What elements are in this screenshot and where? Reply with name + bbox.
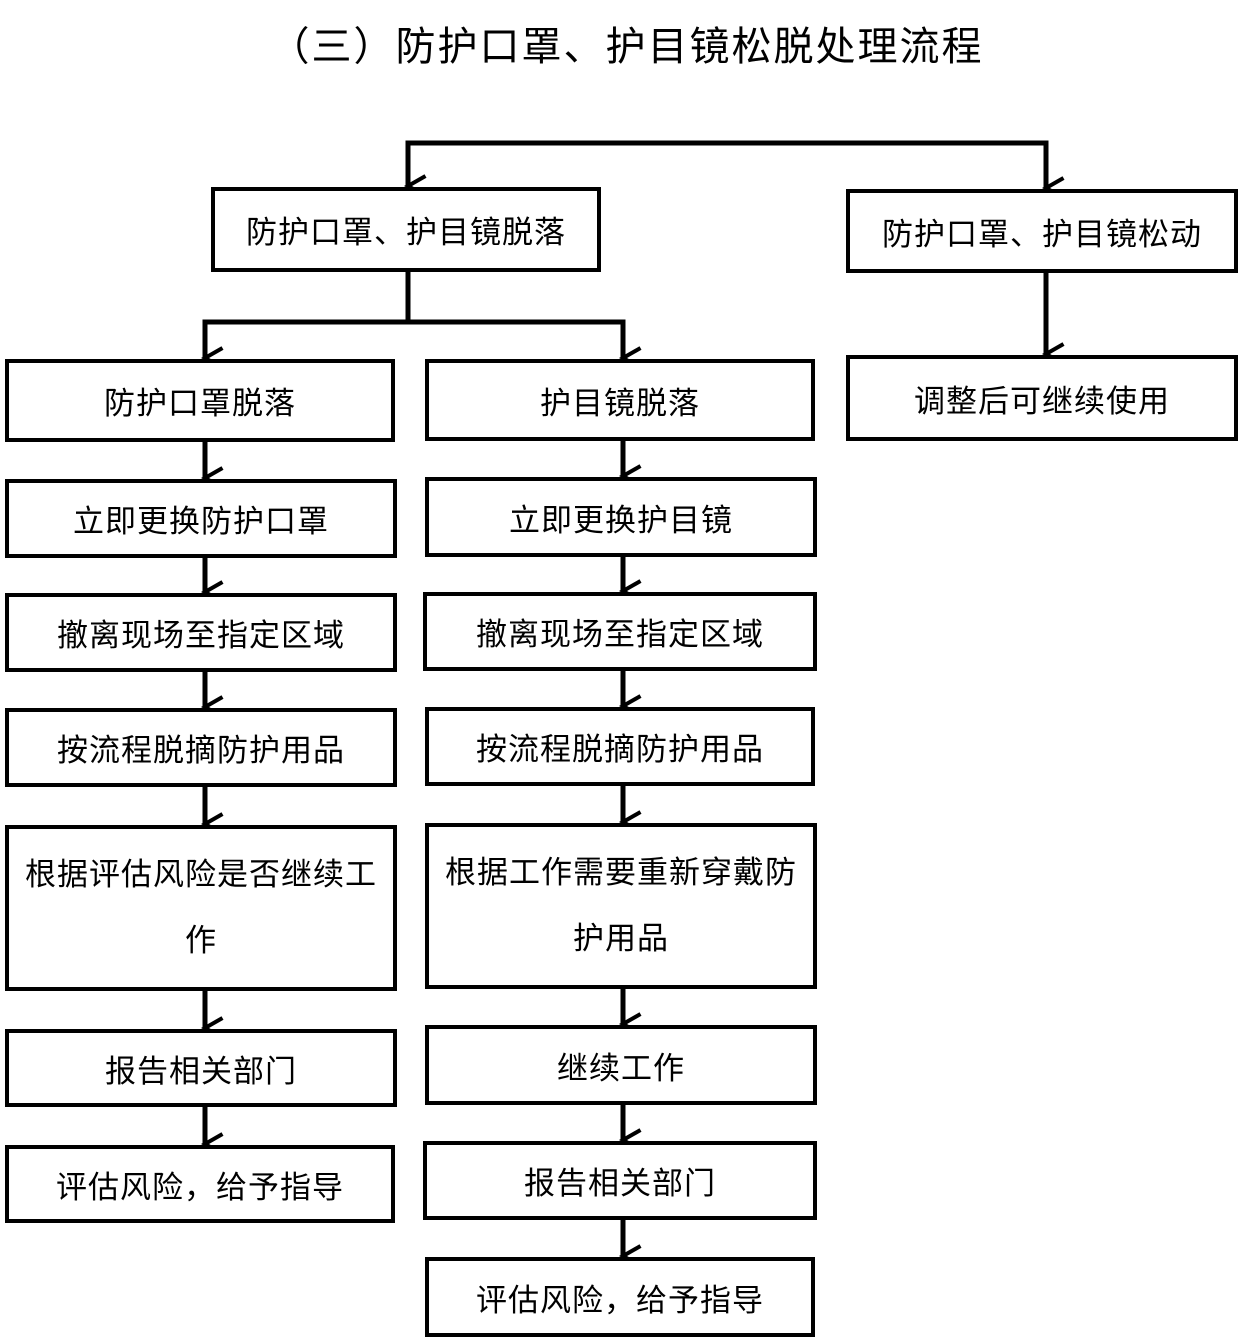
adjust-continue-box: 调整后可继续使用 — [846, 355, 1238, 441]
goggles-step-assess-guide: 评估风险，给予指导 — [425, 1257, 815, 1337]
mask-step-assess-guide: 评估风险，给予指导 — [5, 1145, 395, 1223]
goggles-step-report: 报告相关部门 — [423, 1141, 817, 1220]
mask-step-replace: 立即更换防护口罩 — [5, 479, 397, 558]
mask-step-evacuate: 撤离现场至指定区域 — [5, 593, 397, 672]
fall-off-box: 防护口罩、护目镜脱落 — [211, 187, 601, 272]
top-split-line — [405, 140, 1065, 200]
goggles-fall-off-box: 护目镜脱落 — [425, 359, 815, 441]
mask-step-report: 报告相关部门 — [5, 1029, 397, 1107]
goggles-step-continue-work: 继续工作 — [425, 1025, 817, 1105]
goggles-step-remove-ppe: 按流程脱摘防护用品 — [425, 707, 815, 786]
page-title: （三）防护口罩、护目镜松脱处理流程 — [269, 24, 984, 70]
mask-step-assess-continue: 根据评估风险是否继续工作 — [5, 825, 397, 991]
goggles-step-re-don-ppe: 根据工作需要重新穿戴防护用品 — [425, 823, 817, 989]
mask-fall-off-box: 防护口罩脱落 — [5, 359, 395, 442]
mask-step-remove-ppe: 按流程脱摘防护用品 — [5, 708, 397, 787]
loose-box: 防护口罩、护目镜松动 — [846, 189, 1238, 273]
goggles-step-evacuate: 撤离现场至指定区域 — [423, 592, 817, 671]
goggles-step-replace: 立即更换护目镜 — [425, 477, 817, 557]
falloff-split-line — [200, 272, 411, 370]
